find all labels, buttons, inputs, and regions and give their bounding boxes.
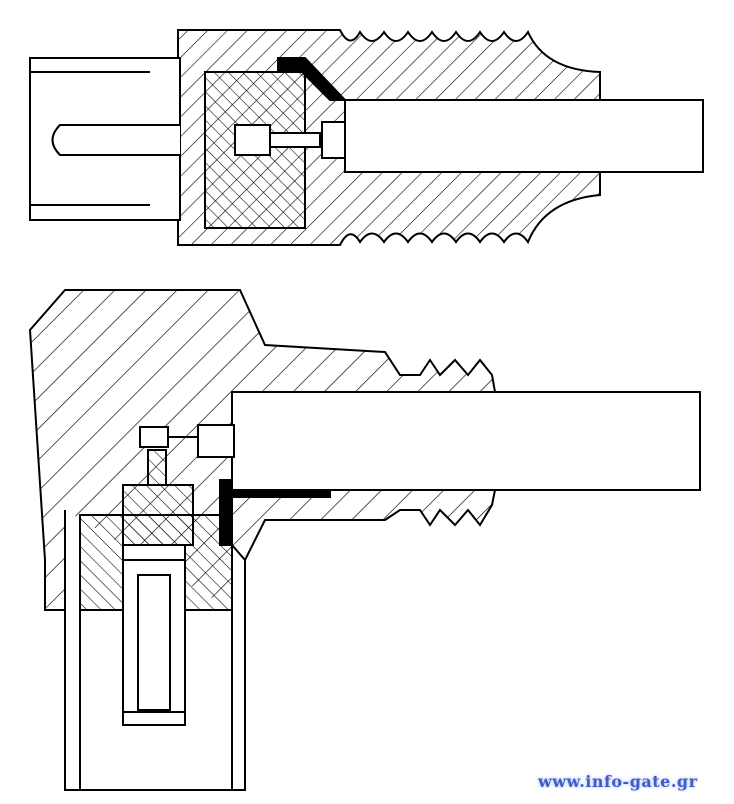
straight-connector-section xyxy=(29,29,704,246)
cable xyxy=(344,99,704,173)
watermark: www.info-gate.gr xyxy=(538,772,698,791)
center-pin xyxy=(51,124,180,156)
cable xyxy=(231,391,701,491)
right-angle-connector-section xyxy=(28,289,701,791)
crimp-seal xyxy=(277,57,348,101)
